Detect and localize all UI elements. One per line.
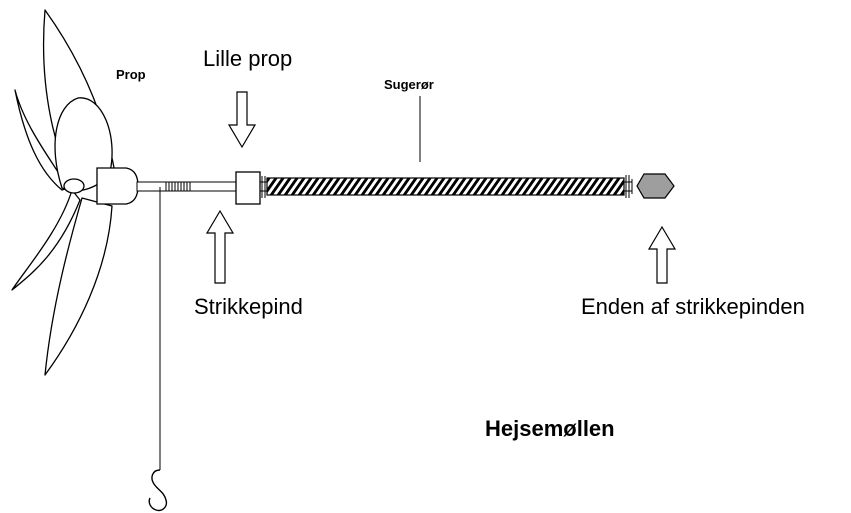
needle-end — [625, 175, 633, 198]
hook — [148, 469, 168, 512]
propeller-blade-bottom — [44, 197, 113, 376]
up-arrow-strikkepind — [205, 209, 235, 284]
up-arrow-enden — [647, 225, 677, 284]
down-arrow — [227, 91, 257, 149]
needle-end-cap — [636, 173, 675, 199]
label-sugeroer: Sugerør — [384, 77, 434, 92]
stopper-rings — [261, 176, 266, 198]
propeller-center — [63, 178, 85, 194]
prop-hub — [96, 167, 139, 205]
label-prop: Prop — [116, 67, 146, 82]
label-lille-prop: Lille prop — [203, 46, 293, 71]
label-strikkepind: Strikkepind — [194, 294, 303, 319]
label-enden: Enden af strikkepinden — [581, 294, 805, 319]
thread-winding — [165, 182, 191, 191]
propeller-blade-lower — [11, 189, 81, 291]
small-stopper — [235, 171, 261, 205]
straw — [266, 177, 625, 196]
diagram-title: Hejsemøllen — [485, 416, 615, 441]
